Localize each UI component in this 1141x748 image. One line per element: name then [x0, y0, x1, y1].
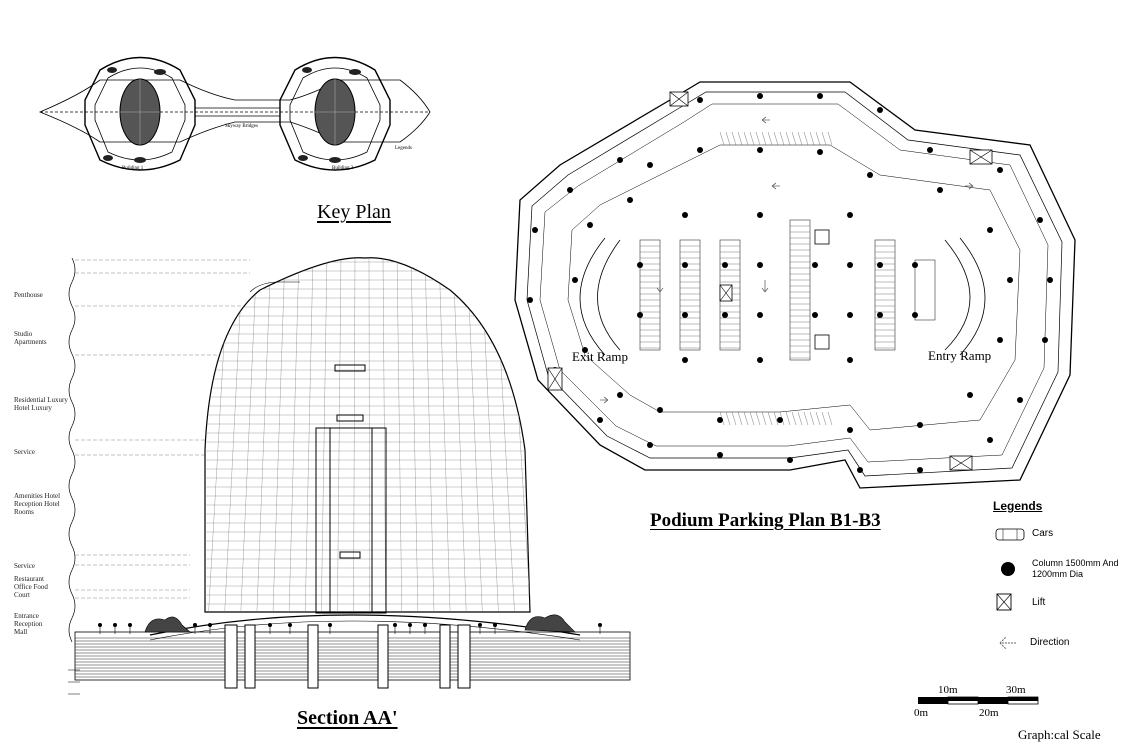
floor-label-restaurant: Restaurant Office Food Court	[14, 575, 48, 599]
key-plan-title: Key Plan	[317, 201, 391, 223]
scale-label-20m: 20m	[979, 707, 999, 719]
floor-label-entrance: Entrance Reception Mall	[14, 612, 43, 636]
scale-label-0m: 0m	[914, 707, 929, 719]
key-plan-legend-title: Legends	[395, 146, 412, 151]
scale-label-30m: 30m	[1006, 684, 1026, 696]
floor-label-service-1: Service	[14, 448, 35, 456]
legend-title: Legends	[993, 499, 1043, 513]
parking-plan-title: Podium Parking Plan B1-B3	[650, 510, 881, 531]
floor-label-amenities: Amenities Hotel Reception Hotel Rooms	[14, 492, 61, 516]
section-title: Section AA'	[297, 707, 398, 729]
key-plan-building-2-label: Building 2	[332, 166, 354, 171]
legend-label-cars: Cars	[1032, 528, 1054, 539]
legend-label-column: Column 1500mm And 1200mm Dia	[1032, 558, 1119, 579]
scale-caption: Graph:cal Scale	[1018, 727, 1101, 742]
legend-label-lift: Lift	[1032, 597, 1046, 608]
floor-label-penthouse: Penthouse	[14, 291, 43, 299]
scale-label-10m: 10m	[938, 684, 958, 696]
key-plan-building-1-label: Building 1	[122, 166, 144, 171]
floor-label-service-2: Service	[14, 562, 35, 570]
floor-label-residential: Residential Luxury Hotel Luxury	[14, 396, 68, 412]
key-plan-bridge-label: Skyway Bridges	[225, 124, 258, 129]
floor-label-studio: Studio Apartments	[14, 330, 47, 346]
exit-ramp-label: Exit Ramp	[572, 349, 628, 364]
legend-label-direction: Direction	[1030, 637, 1070, 648]
entry-ramp-label: Entry Ramp	[928, 348, 992, 363]
